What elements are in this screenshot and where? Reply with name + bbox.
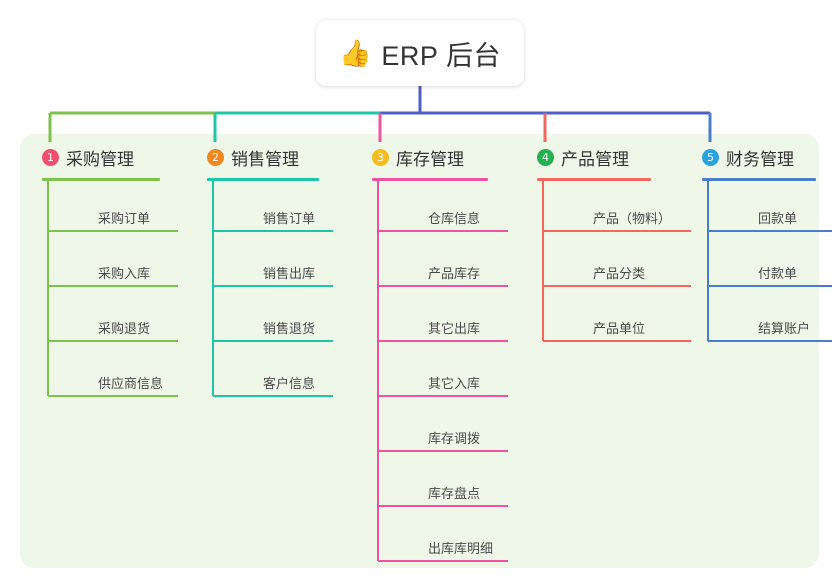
- branch-column-1: 1 采购管理: [42, 145, 160, 181]
- branch-title: 销售管理: [231, 149, 299, 169]
- branch-leaf-item[interactable]: 其它出库: [428, 321, 481, 336]
- root-node-label: ERP 后台: [381, 40, 501, 71]
- branch-leaf-item[interactable]: 采购入库: [98, 266, 151, 281]
- branch-leaf-item[interactable]: 采购退货: [98, 321, 151, 336]
- branch-leaf-item[interactable]: 库存调拨: [428, 431, 481, 446]
- branch-leaf-item[interactable]: 产品单位: [593, 321, 646, 336]
- branch-title: 财务管理: [726, 149, 794, 169]
- branch-column-4: 4 产品管理: [537, 145, 651, 181]
- branch-leaf-item[interactable]: 产品分类: [593, 266, 646, 281]
- branch-leaf-item[interactable]: 出库库明细: [428, 541, 494, 556]
- branch-leaf-item[interactable]: 客户信息: [263, 376, 316, 391]
- thumbs-up-icon: 👍: [339, 38, 372, 68]
- branch-leaf-item[interactable]: 采购订单: [98, 211, 151, 226]
- branch-leaf-item[interactable]: 其它入库: [428, 376, 481, 391]
- branch-title: 产品管理: [561, 149, 629, 169]
- branch-column-2: 2 销售管理: [207, 145, 319, 181]
- branch-leaf-item[interactable]: 仓库信息: [428, 211, 481, 226]
- branch-leaf-item[interactable]: 库存盘点: [428, 486, 481, 501]
- branch-underline: [702, 178, 816, 181]
- branch-header-3[interactable]: 3 库存管理: [372, 145, 488, 169]
- branch-leaf-item[interactable]: 销售退货: [263, 321, 316, 336]
- branch-column-3: 3 库存管理: [372, 145, 488, 181]
- branch-header-2[interactable]: 2 销售管理: [207, 145, 319, 169]
- branch-leaf-item[interactable]: 销售出库: [263, 266, 316, 281]
- branch-leaf-item[interactable]: 供应商信息: [98, 376, 164, 391]
- branch-number-badge: 1: [42, 148, 59, 166]
- branch-number-badge: 5: [702, 148, 719, 166]
- branch-leaf-item[interactable]: 付款单: [758, 266, 798, 281]
- branch-title: 采购管理: [66, 149, 134, 169]
- branch-title: 库存管理: [396, 149, 464, 169]
- diagram-panel-background: [20, 134, 819, 568]
- branch-leaf-item[interactable]: 回款单: [758, 211, 798, 226]
- branch-column-5: 5 财务管理: [702, 145, 816, 181]
- branch-leaf-item[interactable]: 产品库存: [428, 266, 481, 281]
- branch-leaf-item[interactable]: 销售订单: [263, 211, 316, 226]
- branch-number-badge: 3: [372, 148, 389, 166]
- branch-number-badge: 2: [207, 148, 224, 166]
- branch-underline: [537, 178, 651, 181]
- root-node-erp-backend[interactable]: 👍 ERP 后台: [316, 20, 524, 86]
- branch-underline: [207, 178, 319, 181]
- branch-underline: [372, 178, 488, 181]
- branch-header-5[interactable]: 5 财务管理: [702, 145, 816, 169]
- branch-leaf-item[interactable]: 结算账户: [758, 321, 811, 336]
- branch-header-4[interactable]: 4 产品管理: [537, 145, 651, 169]
- branch-header-1[interactable]: 1 采购管理: [42, 145, 160, 169]
- branch-underline: [42, 178, 160, 181]
- branch-leaf-item[interactable]: 产品（物料）: [593, 211, 672, 226]
- branch-number-badge: 4: [537, 148, 554, 166]
